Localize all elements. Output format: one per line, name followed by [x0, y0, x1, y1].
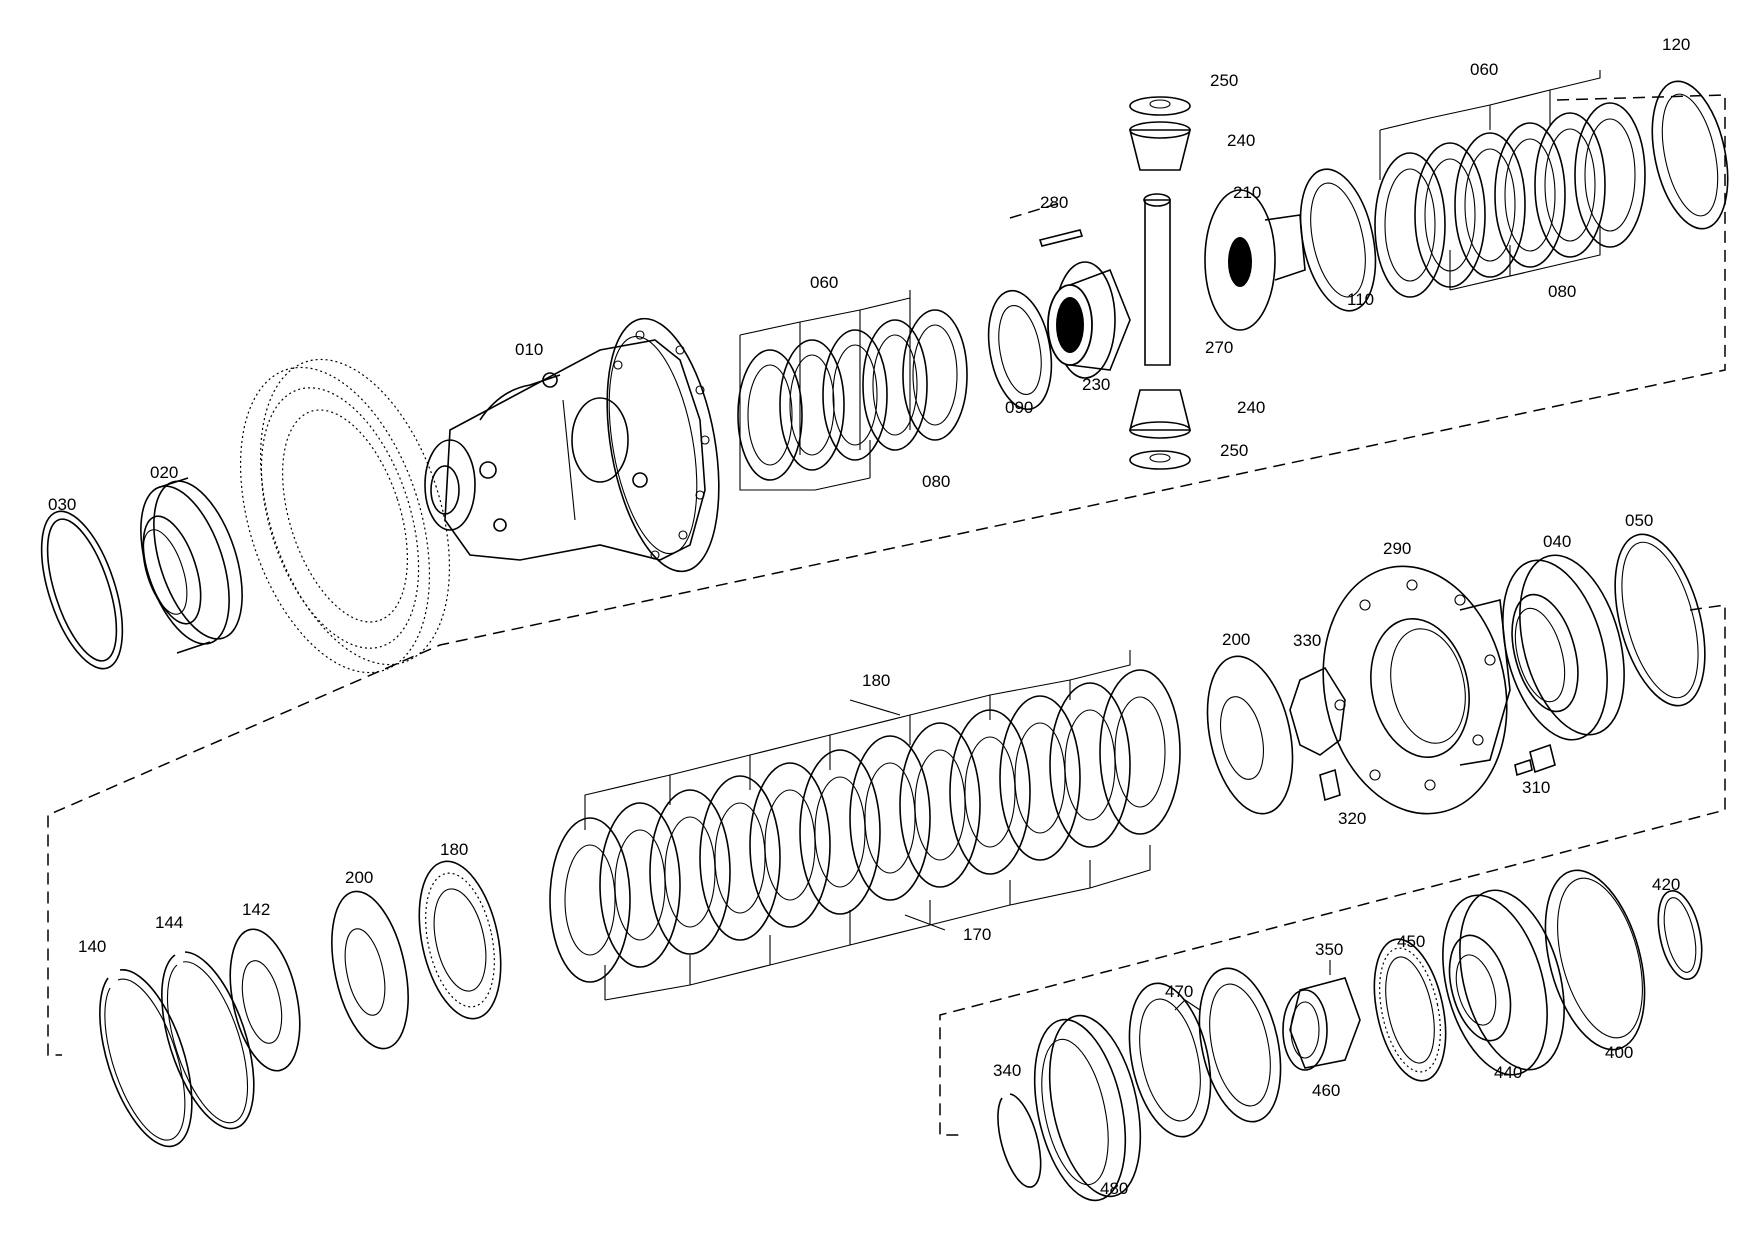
- part-060-080-clutch-pack-right: [1374, 70, 1646, 298]
- part-230-side-gear: [1047, 261, 1131, 379]
- part-310-bolt: [1514, 743, 1556, 777]
- label-210: 210: [1233, 183, 1261, 202]
- label-110: 110: [1347, 290, 1374, 309]
- label-240-top: 240: [1227, 131, 1255, 150]
- label-450: 450: [1397, 932, 1425, 951]
- label-480: 480: [1100, 1179, 1128, 1198]
- label-200-lower: 200: [345, 868, 373, 887]
- label-230: 230: [1082, 375, 1110, 394]
- label-060-right: 060: [1470, 60, 1498, 79]
- part-180-friction-plate: [418, 860, 502, 1020]
- part-460-350-hub-nut: [1282, 960, 1361, 1071]
- label-420: 420: [1652, 875, 1680, 894]
- part-140-snap-ring: [99, 969, 193, 1148]
- label-180-lower: 180: [440, 840, 468, 859]
- part-210-side-gear: [1204, 189, 1306, 331]
- part-470-tab-washers: [1128, 967, 1282, 1138]
- part-170-180-friction-plates: [549, 650, 1181, 1001]
- label-140: 140: [78, 937, 106, 956]
- part-240-pinion-bottom: [1128, 389, 1192, 439]
- part-340-snap-ring: [997, 1093, 1042, 1188]
- part-320-lock-tab: [1319, 768, 1341, 802]
- label-470: 470: [1165, 982, 1193, 1001]
- label-350: 350: [1315, 940, 1343, 959]
- part-240-pinion-top: [1128, 121, 1192, 171]
- label-440: 440: [1494, 1063, 1522, 1082]
- part-090-washer: [987, 289, 1053, 411]
- label-290: 290: [1383, 539, 1411, 558]
- part-142-washer: [229, 928, 301, 1072]
- label-040: 040: [1543, 532, 1571, 551]
- part-330-lock-plate: [1289, 666, 1346, 756]
- label-144: 144: [155, 913, 183, 932]
- part-420-ring: [1657, 889, 1703, 981]
- part-440-bearing: [1442, 889, 1565, 1076]
- part-400-bearing-cup: [1544, 869, 1646, 1051]
- part-270-pin: [1143, 193, 1171, 366]
- label-050: 050: [1625, 511, 1653, 530]
- section-borders: [47, 94, 1726, 1136]
- label-310: 310: [1522, 778, 1550, 797]
- part-280-roll-pin: [1038, 229, 1084, 247]
- part-144-snap-ring: [161, 951, 255, 1130]
- label-010: 010: [515, 340, 543, 359]
- ring-gear-phantom: [239, 358, 451, 674]
- label-270: 270: [1205, 338, 1233, 357]
- part-020-bearing: [140, 477, 243, 654]
- label-340: 340: [993, 1061, 1021, 1080]
- label-180-upper: 180: [862, 671, 890, 690]
- label-120: 120: [1662, 35, 1690, 54]
- label-250-bottom: 250: [1220, 441, 1248, 460]
- part-110-washer: [1299, 168, 1377, 312]
- part-030-ring: [40, 510, 124, 670]
- label-080-right: 080: [1548, 282, 1576, 301]
- label-020: 020: [150, 463, 178, 482]
- label-080-left: 080: [922, 472, 950, 491]
- part-450-bearing-cage: [1373, 938, 1447, 1082]
- label-240-bottom: 240: [1237, 398, 1265, 417]
- label-200-upper: 200: [1222, 630, 1250, 649]
- part-040-bearing: [1502, 554, 1625, 741]
- part-290-flange: [1322, 565, 1511, 815]
- label-400: 400: [1605, 1043, 1633, 1062]
- label-170: 170: [963, 925, 991, 944]
- part-250-washer-bottom: [1129, 450, 1191, 470]
- part-labels: 030 020 010 060 080 090 230 280 270 250 …: [48, 35, 1690, 1198]
- label-250-top: 250: [1210, 71, 1238, 90]
- label-320: 320: [1338, 809, 1366, 828]
- part-200-washer-lower: [331, 890, 409, 1050]
- label-280: 280: [1040, 193, 1068, 212]
- label-460: 460: [1312, 1081, 1340, 1100]
- part-120-disc: [1651, 80, 1729, 230]
- label-142: 142: [242, 900, 270, 919]
- label-030: 030: [48, 495, 76, 514]
- part-010-housing: [424, 317, 720, 573]
- label-060-left: 060: [810, 273, 838, 292]
- part-200-washer-upper: [1206, 655, 1294, 815]
- part-250-washer-top: [1129, 96, 1191, 116]
- label-090: 090: [1005, 398, 1033, 417]
- part-050-ring: [1614, 533, 1706, 707]
- part-060-080-clutch-pack-left: [737, 290, 968, 491]
- label-330: 330: [1293, 631, 1321, 650]
- part-480-seal: [1033, 1014, 1142, 1202]
